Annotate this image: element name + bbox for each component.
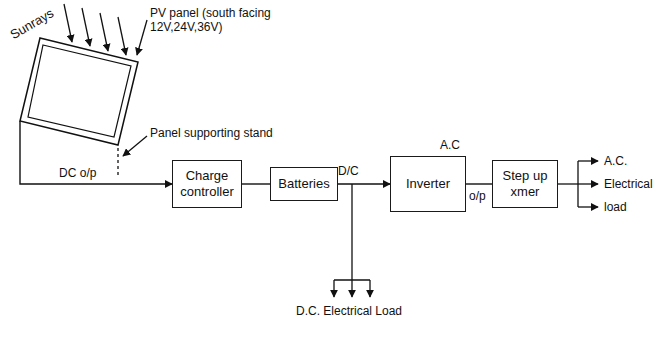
- dc-wire: [351, 184, 352, 280]
- box-label: Inverter: [406, 176, 450, 192]
- stand-label: Panel supporting stand: [150, 126, 273, 140]
- inverter-box: Inverter: [390, 156, 466, 212]
- dc-load-arrow: [333, 280, 334, 297]
- panel-cells: [28, 45, 131, 137]
- box-label: Step up xmer: [499, 168, 551, 201]
- leader-line: [123, 136, 147, 156]
- edge-label: DC o/p: [57, 166, 98, 180]
- dc-load-arrow: [369, 280, 370, 297]
- sun-ray: [100, 13, 108, 51]
- leader-line: [137, 20, 147, 55]
- connector: [20, 121, 172, 184]
- connector: [466, 183, 492, 184]
- sunrays-label: Sunrays: [7, 5, 56, 42]
- box-label: Charge controller: [179, 168, 235, 201]
- dc-output-label: D/C: [338, 164, 359, 178]
- panel-frame: [20, 38, 138, 145]
- panel-label: PV panel (south facing 12V,24V,36V): [150, 6, 325, 35]
- ac-load-label: A.C. Electrical load: [604, 150, 664, 218]
- connector: [338, 183, 390, 184]
- connector: [242, 183, 270, 184]
- transformer-box: Step up xmer: [492, 160, 558, 208]
- ac-load-arrow: [578, 206, 598, 207]
- ac-load-arrow: [578, 160, 598, 161]
- sun-ray: [64, 4, 72, 42]
- output-label: o/p: [469, 189, 486, 203]
- charge-controller: Charge controller: [172, 160, 242, 208]
- ac-load-arrow: [578, 183, 598, 184]
- pv-panel-outline: [20, 38, 138, 145]
- sun-ray: [82, 8, 90, 46]
- box-label: Batteries: [278, 176, 329, 192]
- sun-ray: [118, 17, 126, 55]
- dc-load-arrow: [351, 280, 352, 297]
- ac-output-label: A.C: [440, 138, 460, 152]
- battery-box: Batteries: [270, 167, 338, 201]
- dc-load-label: D.C. Electrical Load: [296, 304, 402, 318]
- ac-wire: [556, 183, 578, 184]
- panel-stand: [117, 148, 118, 176]
- pv-panel: PV panel (south facing 12V,24V,36V): [20, 38, 138, 145]
